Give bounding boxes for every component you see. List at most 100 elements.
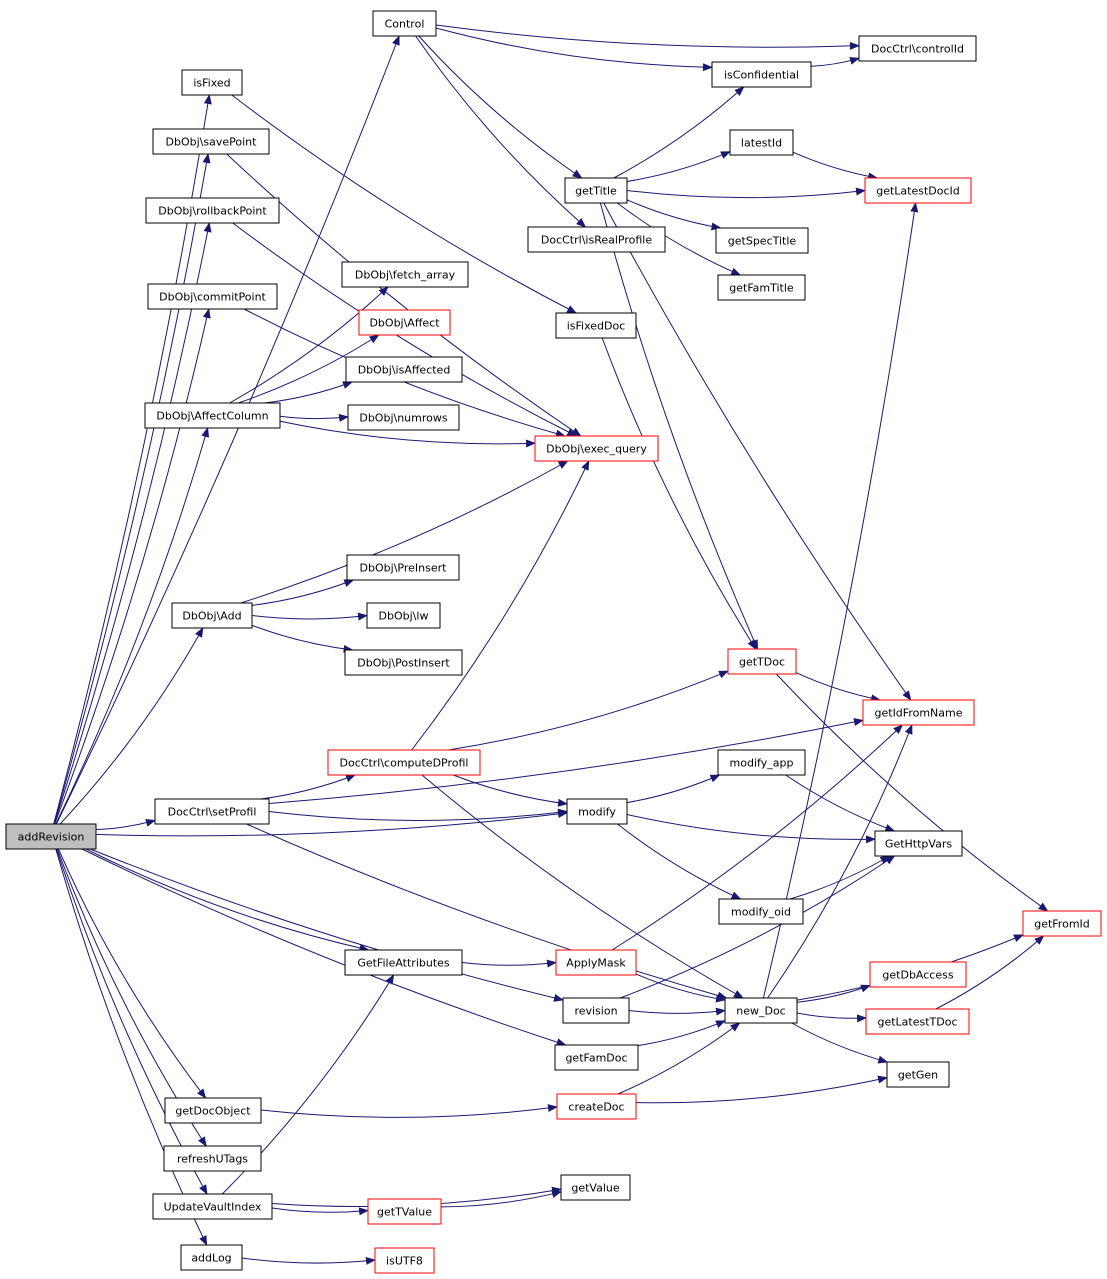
node-ApplyMask[interactable]: ApplyMask <box>555 949 637 976</box>
node-commitPoint[interactable]: DbObj\commitPoint <box>147 283 278 310</box>
node-Add[interactable]: DbObj\Add <box>171 602 253 629</box>
node-box <box>874 830 963 857</box>
edge-getLatestTDoc-to-getFromId <box>935 935 1045 1010</box>
node-latestId[interactable]: latestId <box>729 129 794 156</box>
edge-computeDProfil-to-getTDoc <box>448 670 729 751</box>
node-box <box>727 648 797 675</box>
node-modify_app[interactable]: modify_app <box>717 749 806 776</box>
node-isFixedDoc[interactable]: isFixedDoc <box>555 312 637 339</box>
edge-modify-to-GetHttpVars <box>626 814 876 844</box>
node-label: createDoc <box>568 1101 624 1114</box>
edge-getTValue-to-getValue <box>440 1190 562 1208</box>
node-label: addLog <box>191 1252 231 1265</box>
edge-createDoc-to-getGen <box>635 1075 888 1104</box>
edge-ApplyMask-to-getIdFromName <box>611 724 904 951</box>
edge-AffectColumn-to-Affect <box>238 334 380 404</box>
node-box <box>358 309 451 336</box>
node-box <box>862 699 975 726</box>
node-isFixed[interactable]: isFixed <box>181 69 243 96</box>
node-savePoint[interactable]: DbObj\savePoint <box>152 128 270 155</box>
node-getDbAccess[interactable]: getDbAccess <box>869 961 967 988</box>
node-numrows[interactable]: DbObj\numrows <box>347 404 460 431</box>
node-new_Doc[interactable]: new_Doc <box>724 997 798 1024</box>
edge-Add-to-PostInsert <box>251 624 354 653</box>
node-label: revision <box>574 1005 617 1018</box>
node-modify[interactable]: modify <box>566 798 628 825</box>
node-box <box>555 949 637 976</box>
node-box <box>145 197 280 224</box>
node-box <box>345 356 463 383</box>
node-isAffected[interactable]: DbObj\isAffected <box>345 356 463 383</box>
node-isRealProfile[interactable]: DocCtrl\isRealProfile <box>527 226 666 253</box>
node-UpdateVaultIndex[interactable]: UpdateVaultIndex <box>152 1193 273 1220</box>
node-fetch_array[interactable]: DbObj\fetch_array <box>341 261 469 288</box>
node-Affect[interactable]: DbObj\Affect <box>358 309 451 336</box>
node-label: modify <box>578 806 616 819</box>
edge-new_Doc-to-getLatestDocId <box>762 202 919 999</box>
edge-createDoc-to-new_Doc <box>617 1022 741 1095</box>
node-PreInsert[interactable]: DbObj\PreInsert <box>346 554 460 581</box>
edge-ApplyMask-to-new_Doc <box>635 973 726 1003</box>
edge-computeDProfil-to-modify <box>453 774 568 807</box>
edge-Control-to-isRealProfile <box>415 35 587 228</box>
node-exec_query[interactable]: DbObj\exec_query <box>534 435 659 462</box>
node-controlId[interactable]: DocCtrl\controlId <box>858 35 977 62</box>
node-getGen[interactable]: getGen <box>886 1061 950 1088</box>
node-getTDoc[interactable]: getTDoc <box>727 648 797 675</box>
node-box <box>171 602 253 629</box>
edge-Add-to-lw <box>251 612 368 621</box>
node-box <box>154 798 270 825</box>
node-box <box>181 69 243 96</box>
node-revision[interactable]: revision <box>562 997 630 1024</box>
node-label: DocCtrl\setProfil <box>168 806 257 819</box>
node-box <box>374 1247 435 1274</box>
node-box <box>717 749 806 776</box>
edge-computeDProfil-to-exec_query <box>411 460 590 751</box>
node-label: getDbAccess <box>882 969 953 982</box>
node-label: getLatestDocId <box>876 185 960 198</box>
node-isConfidential[interactable]: isConfidential <box>711 61 812 88</box>
node-refreshUTags[interactable]: refreshUTags <box>163 1145 262 1172</box>
node-getTValue[interactable]: getTValue <box>367 1198 442 1225</box>
node-createDoc[interactable]: createDoc <box>556 1093 637 1120</box>
node-addLog[interactable]: addLog <box>180 1244 243 1271</box>
node-label: addRevision <box>18 831 85 844</box>
node-getDocObject[interactable]: getDocObject <box>164 1097 262 1124</box>
node-getValue[interactable]: getValue <box>560 1174 631 1201</box>
edge-savePoint-to-exec_query <box>226 153 582 437</box>
edge-addRevision-to-modify <box>95 810 568 837</box>
edge-setProfil-to-computeDProfil <box>260 774 356 800</box>
node-box <box>555 312 637 339</box>
edge-getTitle-to-isConfidential <box>613 86 745 179</box>
node-computeDProfil[interactable]: DocCtrl\computeDProfil <box>327 749 481 776</box>
node-GetFileAttributes[interactable]: GetFileAttributes <box>344 949 463 976</box>
edge-getTitle-to-getIdFromName <box>603 202 912 701</box>
node-getFromId[interactable]: getFromId <box>1022 910 1102 937</box>
node-AffectColumn[interactable]: DbObj\AffectColumn <box>144 402 281 429</box>
edge-Control-to-getTitle <box>418 35 583 179</box>
node-getTitle[interactable]: getTitle <box>564 177 628 204</box>
node-isUTF8[interactable]: isUTF8 <box>374 1247 435 1274</box>
node-box <box>554 1044 639 1071</box>
edge-modify-to-modify_oid <box>617 823 742 900</box>
node-label: DbObj\isAffected <box>358 364 451 377</box>
node-Control[interactable]: Control <box>372 10 437 37</box>
node-addRevision[interactable]: addRevision <box>5 823 97 850</box>
node-setProfil[interactable]: DocCtrl\setProfil <box>154 798 270 825</box>
node-getLatestTDoc[interactable]: getLatestTDoc <box>865 1008 970 1035</box>
node-getFamTitle[interactable]: getFamTitle <box>717 274 806 301</box>
node-rollbackPoint[interactable]: DbObj\rollbackPoint <box>145 197 280 224</box>
node-modify_oid[interactable]: modify_oid <box>718 898 804 925</box>
node-getFamDoc[interactable]: getFamDoc <box>554 1044 639 1071</box>
edge-getTitle-to-getFamTitle <box>616 202 742 276</box>
node-label: DbObj\AffectColumn <box>156 410 268 423</box>
node-label: DocCtrl\computeDProfil <box>340 757 469 770</box>
node-GetHttpVars[interactable]: GetHttpVars <box>874 830 963 857</box>
node-lw[interactable]: DbObj\lw <box>366 602 441 629</box>
edge-modify_oid-to-GetHttpVars <box>789 855 891 900</box>
node-PostInsert[interactable]: DbObj\PostInsert <box>344 649 463 676</box>
node-getLatestDocId[interactable]: getLatestDocId <box>864 177 972 204</box>
edge-getTitle-to-getSpecTitle <box>626 199 722 231</box>
node-getIdFromName[interactable]: getIdFromName <box>862 699 975 726</box>
node-getSpecTitle[interactable]: getSpecTitle <box>715 227 809 254</box>
